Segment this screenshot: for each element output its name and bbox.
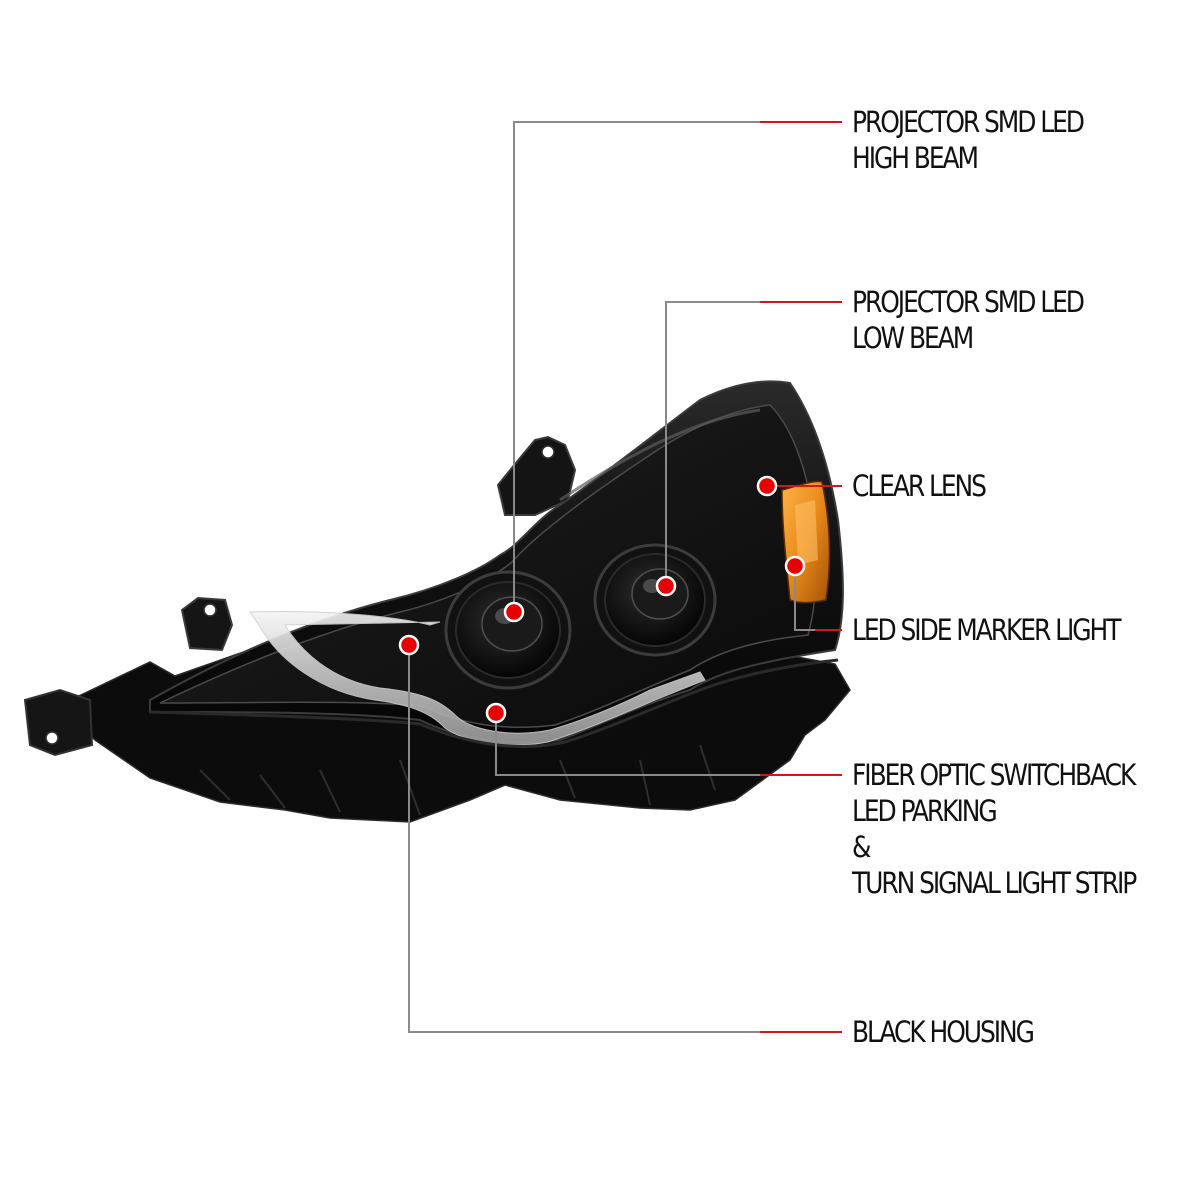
leader-high-beam-gray bbox=[513, 121, 760, 612]
callout-dot-low-beam bbox=[655, 575, 677, 597]
leader-low-beam-gray bbox=[665, 301, 760, 586]
leader-black-housing-gray bbox=[408, 645, 760, 1033]
callout-label-clear-lens: CLEAR LENS bbox=[852, 468, 987, 504]
callout-line: FIBER OPTIC SWITCHBACK bbox=[852, 758, 1136, 792]
callout-label-side-marker: LED SIDE MARKER LIGHT bbox=[852, 612, 1121, 648]
callout-line: PROJECTOR SMD LED bbox=[852, 285, 1085, 319]
callout-line: HIGH BEAM bbox=[852, 141, 979, 175]
callout-dot-clear-lens bbox=[756, 475, 778, 497]
headlight-assembly bbox=[23, 380, 851, 823]
fiber-optic-strip bbox=[249, 611, 706, 746]
top-left-mounting-tab bbox=[180, 596, 234, 652]
amber-reflector bbox=[795, 500, 818, 565]
callout-dot-black-housing bbox=[398, 634, 420, 656]
leader-lines bbox=[408, 121, 842, 1033]
mounting-hole bbox=[541, 445, 555, 459]
callout-line: LOW BEAM bbox=[852, 321, 974, 355]
callout-label-black-housing: BLACK HOUSING bbox=[852, 1014, 1035, 1050]
callout-dot-side-marker bbox=[784, 555, 806, 577]
callout-line: BLACK HOUSING bbox=[852, 1015, 1035, 1049]
callout-dots bbox=[398, 475, 806, 724]
high-beam-projector bbox=[444, 570, 572, 690]
mounting-hole bbox=[45, 731, 59, 745]
lens-lower-edge bbox=[149, 658, 839, 748]
callout-label-fiber-optic: FIBER OPTIC SWITCHBACK LED PARKING & TUR… bbox=[852, 757, 1137, 901]
callout-label-high-beam: PROJECTOR SMD LED HIGH BEAM bbox=[852, 104, 1085, 176]
top-mounting-tab bbox=[496, 435, 577, 516]
callout-dot-high-beam bbox=[503, 601, 525, 623]
leader-side-marker-gray bbox=[794, 566, 815, 631]
mounting-hole bbox=[203, 603, 217, 617]
callout-line: LED PARKING bbox=[852, 794, 998, 828]
callout-line: PROJECTOR SMD LED bbox=[852, 105, 1085, 139]
low-beam-projector bbox=[593, 543, 717, 657]
callout-line: & bbox=[852, 830, 871, 864]
callout-label-low-beam: PROJECTOR SMD LED LOW BEAM bbox=[852, 284, 1085, 356]
left-mounting-bracket bbox=[23, 688, 94, 757]
lens-highlight bbox=[559, 408, 761, 502]
callout-line: TURN SIGNAL LIGHT STRIP bbox=[852, 866, 1137, 900]
callout-line: LED SIDE MARKER LIGHT bbox=[852, 613, 1121, 647]
callout-line: CLEAR LENS bbox=[852, 469, 987, 503]
leader-fiber-optic-gray bbox=[495, 713, 760, 776]
callout-dot-fiber-optic bbox=[485, 702, 507, 724]
